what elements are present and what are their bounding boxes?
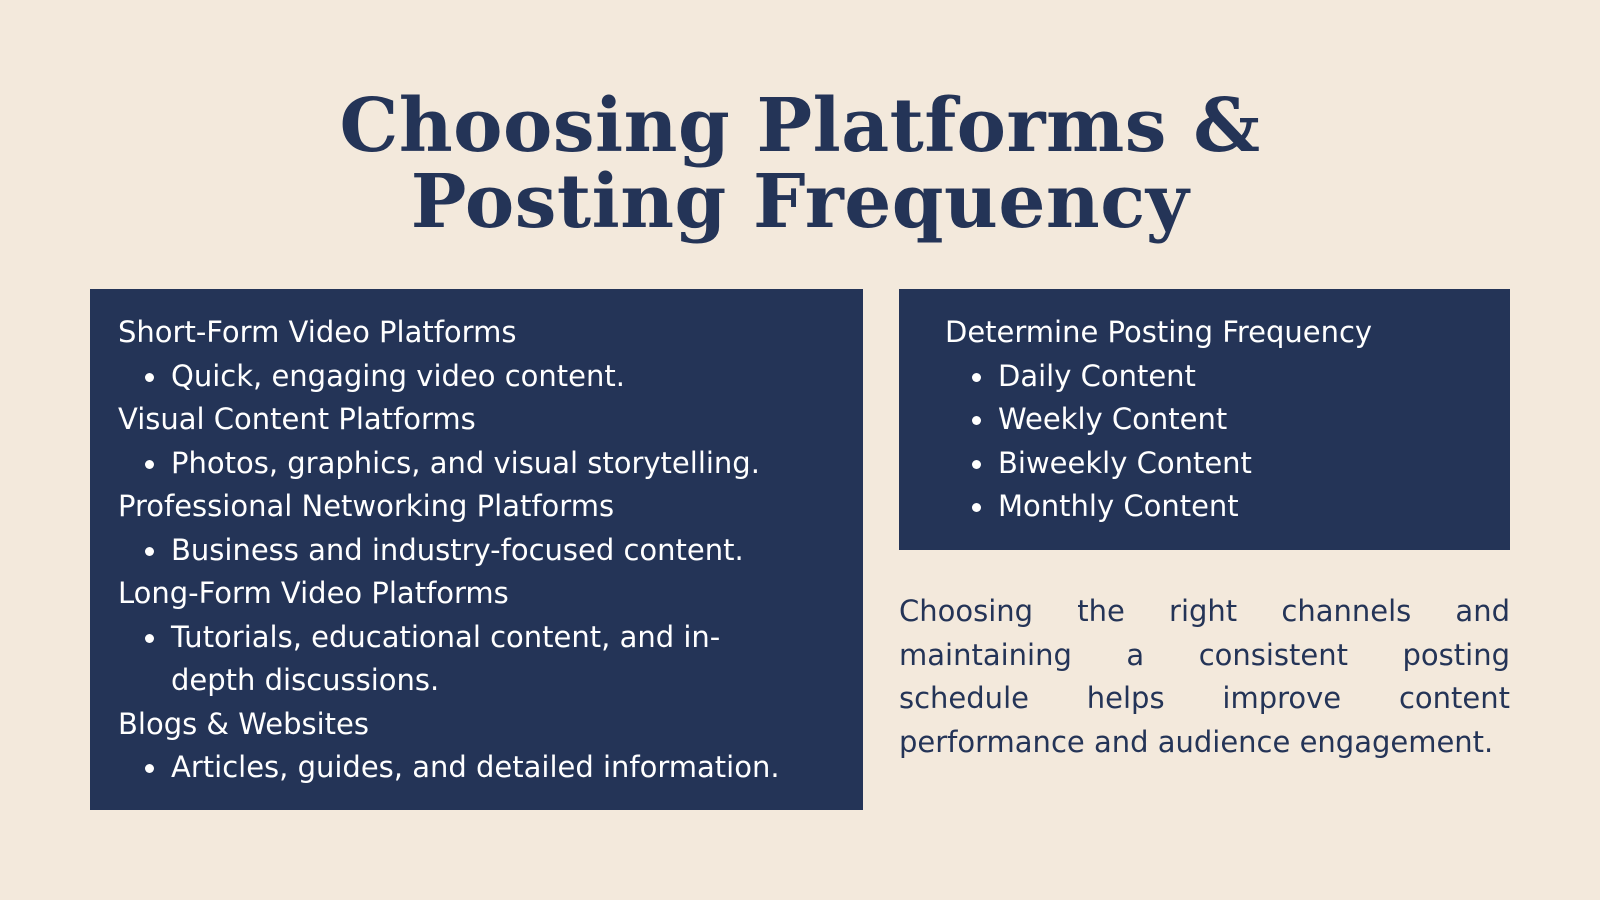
frequency-item-daily: Daily Content <box>972 355 1482 399</box>
platform-heading: Short-Form Video Platforms <box>118 315 517 349</box>
platform-bullets: Business and industry-focused content. <box>118 529 835 573</box>
frequency-item-monthly: Monthly Content <box>972 485 1482 529</box>
platform-heading: Long-Form Video Platforms <box>118 576 509 610</box>
frequency-item-weekly: Weekly Content <box>972 398 1482 442</box>
platform-bullet: Business and industry-focused content. <box>145 529 791 573</box>
page-title-line-2: Posting Frequency <box>410 159 1190 245</box>
page-title-line-1: Choosing Platforms & <box>339 83 1261 169</box>
platform-heading: Visual Content Platforms <box>118 402 476 436</box>
platform-group-short-form-video: Short-Form Video Platforms Quick, engagi… <box>118 311 835 398</box>
platform-heading: Professional Networking Platforms <box>118 489 615 523</box>
platform-group-long-form-video: Long-Form Video Platforms Tutorials, edu… <box>118 572 835 703</box>
platform-group-visual-content: Visual Content Platforms Photos, graphic… <box>118 398 835 485</box>
platform-bullets: Photos, graphics, and visual storytellin… <box>118 442 835 486</box>
platforms-card: Short-Form Video Platforms Quick, engagi… <box>90 289 863 810</box>
summary-paragraph: Choosing the right channels and maintain… <box>899 594 1510 759</box>
platform-bullet: Articles, guides, and detailed informati… <box>145 746 791 790</box>
frequency-heading: Determine Posting Frequency <box>945 315 1373 349</box>
frequency-list: Daily Content Weekly Content Biweekly Co… <box>945 355 1482 529</box>
platform-group-professional-networking: Professional Networking Platforms Busine… <box>118 485 835 572</box>
page-title: Choosing Platforms & Posting Frequency <box>200 88 1400 240</box>
platform-bullets: Articles, guides, and detailed informati… <box>118 746 835 790</box>
platform-bullets: Tutorials, educational content, and in-d… <box>118 616 835 703</box>
platform-bullets: Quick, engaging video content. <box>118 355 835 399</box>
platform-bullet: Photos, graphics, and visual storytellin… <box>145 442 791 486</box>
platform-heading: Blogs & Websites <box>118 706 369 741</box>
frequency-card: Determine Posting Frequency Daily Conten… <box>899 289 1510 550</box>
platform-group-blogs-websites: Blogs & Websites Articles, guides, and d… <box>118 703 835 790</box>
frequency-item-biweekly: Biweekly Content <box>972 442 1482 486</box>
platform-bullet: Quick, engaging video content. <box>145 355 791 399</box>
platform-bullet: Tutorials, educational content, and in-d… <box>145 616 791 703</box>
